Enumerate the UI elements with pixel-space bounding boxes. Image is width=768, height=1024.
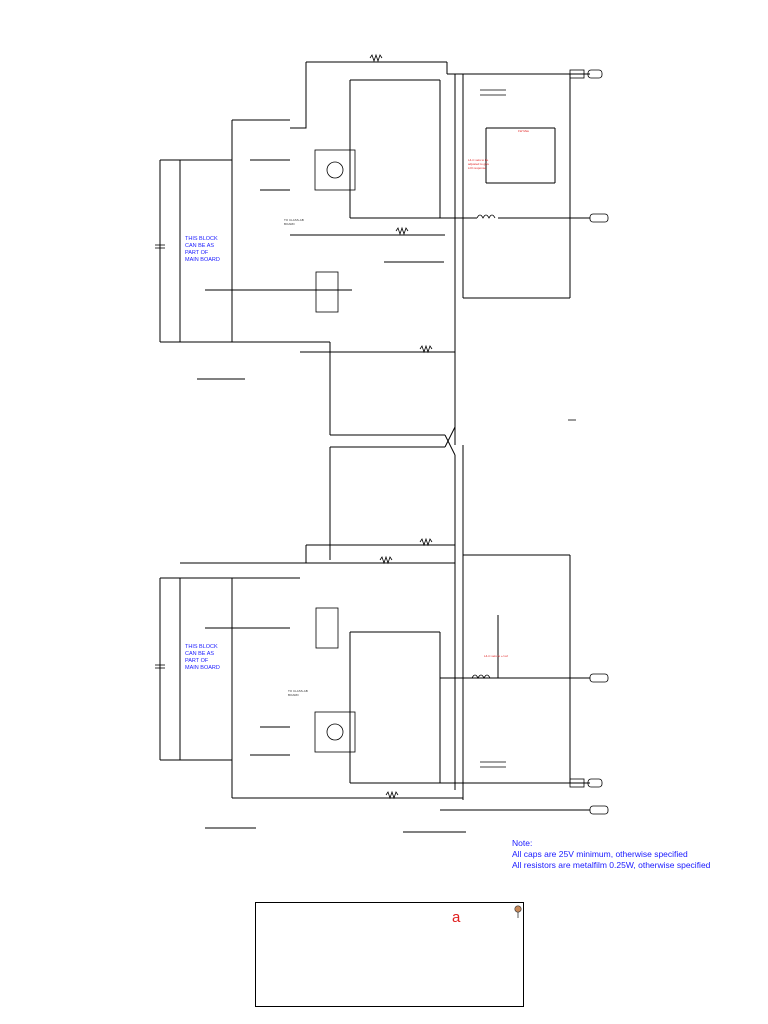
components (155, 53, 609, 815)
note-heading: Note: (512, 838, 533, 848)
upper-block-label: THIS BLOCK CAN BE AS PART OF MAIN BOARD (185, 236, 220, 263)
title-block: a (255, 902, 524, 1007)
wiring (159, 61, 590, 833)
upper-red-annotation: L4-C sets to be adjusted to give LOI res… (468, 158, 490, 170)
upper-small-red-label: 1W Max (518, 129, 530, 133)
lower-block-label: THIS BLOCK CAN BE AS PART OF MAIN BOARD (185, 644, 220, 671)
title-letter: a (452, 909, 461, 926)
upper-connector-label: TO CLASS-AB BOARD (284, 218, 304, 226)
logo-icon (514, 905, 522, 918)
lower-red-annotation: L4-C sets to +/-L2 (484, 654, 508, 658)
notes-block: Note: All caps are 25V minimum, otherwis… (512, 838, 710, 871)
note-resistors: All resistors are metalfilm 0.25W, other… (512, 860, 711, 870)
lower-connector-label: TO CLASS-AB BOARD (288, 689, 308, 697)
note-caps: All caps are 25V minimum, otherwise spec… (512, 849, 688, 859)
